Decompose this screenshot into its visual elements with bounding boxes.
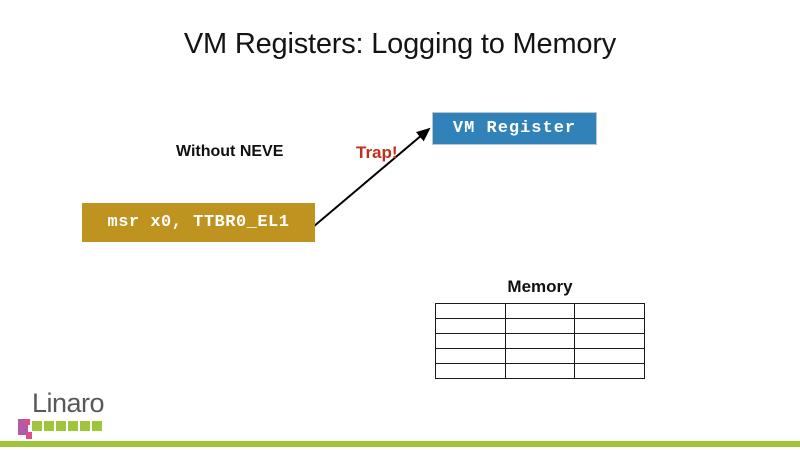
table-row xyxy=(435,333,645,349)
table-row xyxy=(435,303,645,319)
logo-square xyxy=(56,421,66,431)
memory-table xyxy=(435,303,645,379)
memory-cell[interactable] xyxy=(435,363,506,379)
table-row xyxy=(435,348,645,364)
label-without-neve: Without NEVE xyxy=(176,143,284,160)
logo-square xyxy=(68,421,78,431)
memory-cell[interactable] xyxy=(435,303,506,319)
memory-cell[interactable] xyxy=(435,348,506,364)
logo-square-row xyxy=(32,421,102,431)
vm-register-box[interactable]: VM Register xyxy=(432,112,597,145)
memory-cell[interactable] xyxy=(504,303,576,319)
memory-cell[interactable] xyxy=(435,318,506,334)
instruction-box[interactable]: msr x0, TTBR0_EL1 xyxy=(82,203,315,242)
memory-cell[interactable] xyxy=(574,333,645,349)
memory-title: Memory xyxy=(507,277,573,296)
logo-square xyxy=(32,421,42,431)
table-row xyxy=(435,363,645,379)
memory-cell[interactable] xyxy=(435,333,506,349)
memory-cell[interactable] xyxy=(504,363,576,379)
memory-cell[interactable] xyxy=(574,363,645,379)
memory-table-body xyxy=(435,303,645,379)
logo-square xyxy=(92,421,102,431)
logo-square xyxy=(44,421,54,431)
memory-cell[interactable] xyxy=(574,348,645,364)
logo-pixel xyxy=(18,425,28,435)
linaro-wordmark: Linaro xyxy=(32,388,105,418)
memory-cell[interactable] xyxy=(504,318,576,334)
logo-pixel xyxy=(24,419,30,425)
memory-cell[interactable] xyxy=(574,303,645,319)
linaro-logo: Linaro xyxy=(18,388,128,439)
table-row xyxy=(435,318,645,334)
footer-accent-bar xyxy=(0,441,800,447)
logo-pixel xyxy=(18,419,24,425)
memory-cell[interactable] xyxy=(504,333,576,349)
label-trap: Trap! xyxy=(356,143,398,162)
logo-square xyxy=(80,421,90,431)
page-title: VM Registers: Logging to Memory xyxy=(183,28,617,60)
memory-cell[interactable] xyxy=(504,348,576,364)
memory-cell[interactable] xyxy=(574,318,645,334)
logo-pixel xyxy=(26,432,32,439)
